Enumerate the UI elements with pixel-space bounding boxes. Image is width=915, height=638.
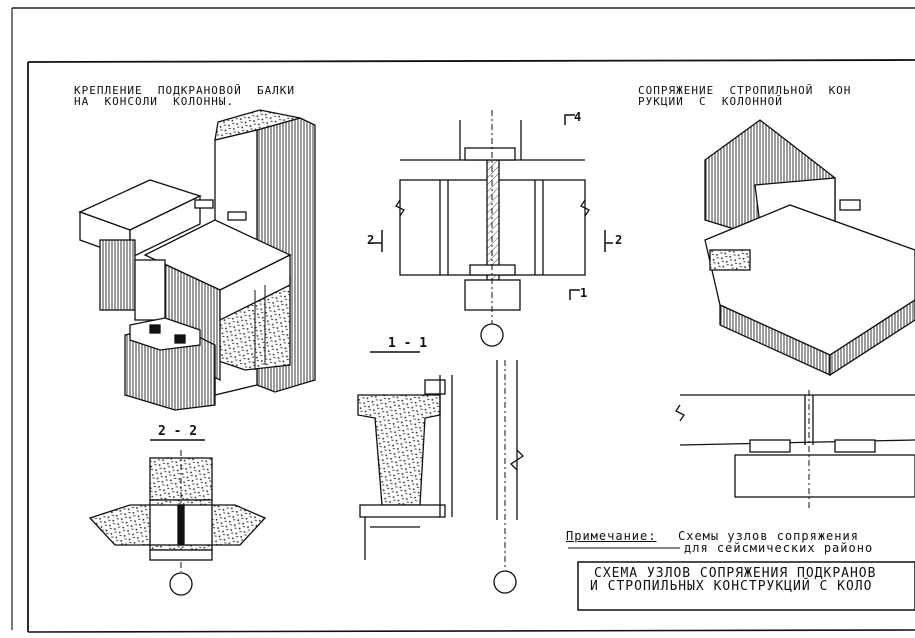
mark-4: 4: [574, 110, 582, 124]
note-line1: Схемы узлов сопряжения: [678, 529, 859, 543]
section-label-1-1: 1 - 1: [388, 336, 428, 351]
stamp-line1: СХЕМА УЗЛОВ СОПРЯЖЕНИЯ ПОДКРАНОВ: [594, 566, 877, 581]
note-label: Примечание:: [566, 529, 657, 543]
title-right-line1: СОПРЯЖЕНИЕ СТРОПИЛЬНОЙ КОН: [638, 84, 852, 97]
title-left-line2: НА КОНСОЛИ КОЛОННЫ.: [74, 95, 235, 108]
section-2-2: [88, 439, 267, 596]
title-stamp-box: [568, 547, 915, 611]
mark-1: 1: [580, 286, 588, 300]
elevation-truss-support: [675, 390, 915, 510]
mark-2-right: 2: [615, 233, 623, 247]
note-line2: для сейсмических районо: [684, 541, 874, 555]
stamp-line2: И СТРОПИЛЬНЫХ КОНСТРУКЦИЙ С КОЛО: [590, 579, 873, 594]
title-left-line1: КРЕПЛЕНИЕ ПОДКРАНОВОЙ БАЛКИ: [74, 84, 296, 97]
section-label-2-2: 2 - 2: [158, 424, 198, 439]
isometric-truss-node: [704, 119, 915, 377]
section-1-1: [357, 351, 525, 594]
title-right-line2: РУКЦИИ С КОЛОННОЙ: [638, 95, 783, 108]
elevation-crane-beam: [372, 110, 613, 347]
isometric-crane-beam-node: [78, 109, 316, 411]
sheet-frame: [11, 7, 915, 633]
mark-2-left: 2: [367, 233, 375, 247]
